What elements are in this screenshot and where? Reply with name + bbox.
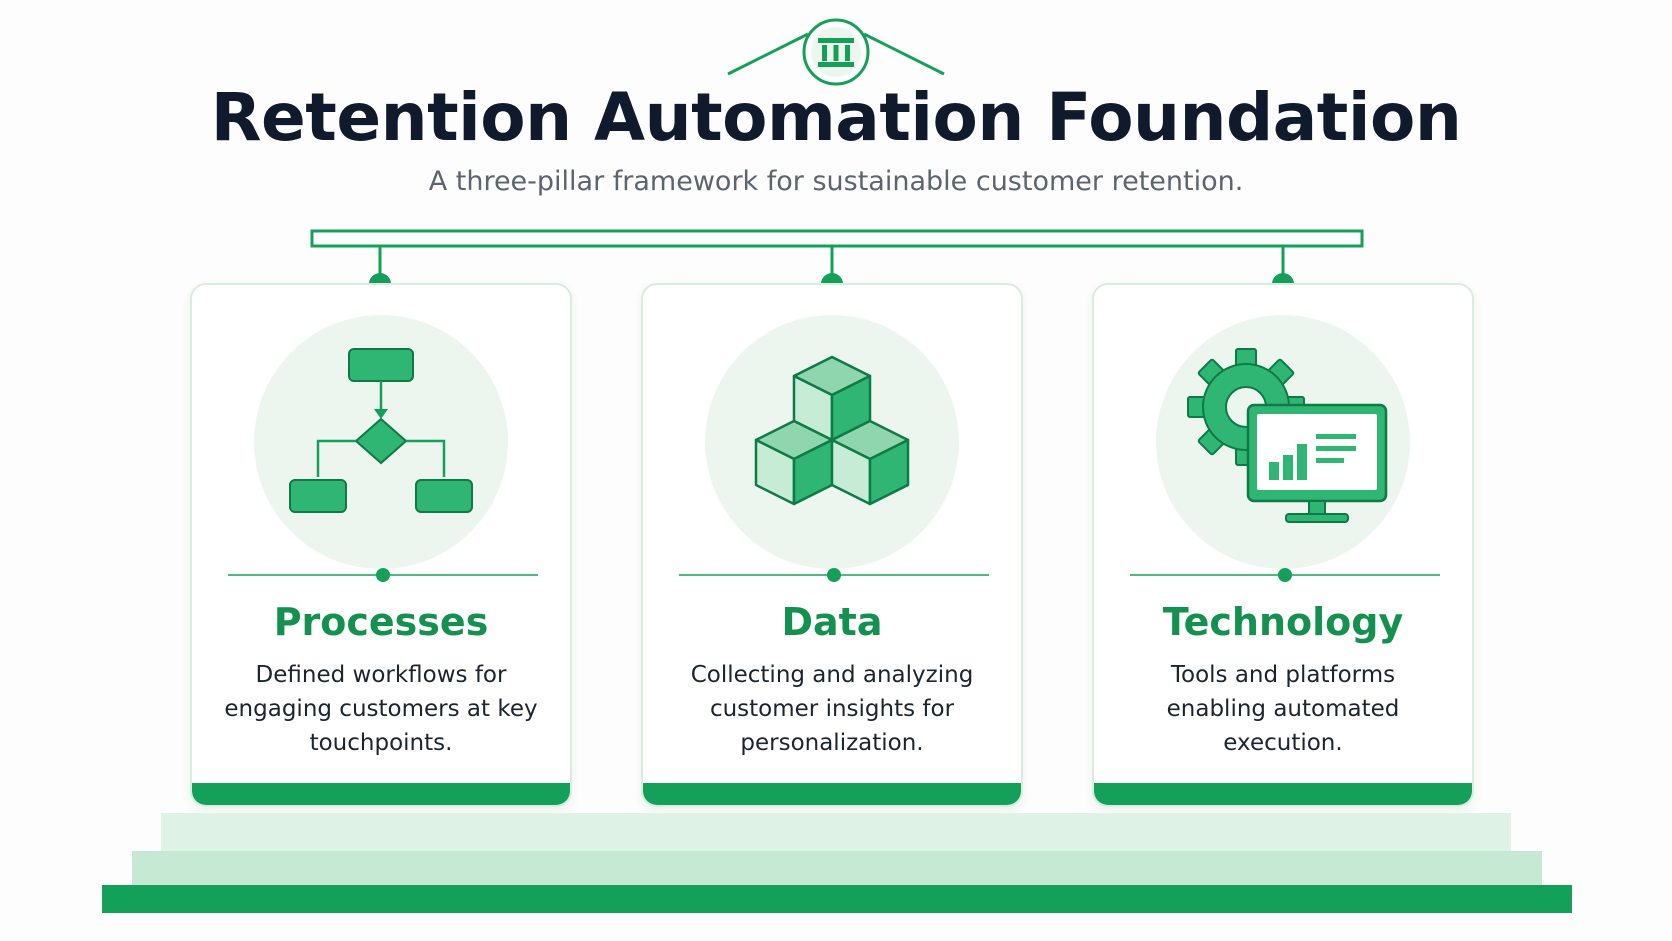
pillar-title: Technology xyxy=(1162,600,1404,644)
monitor-icon xyxy=(1246,403,1388,523)
foundation-step-middle xyxy=(132,851,1542,887)
foundation-step-top xyxy=(161,813,1511,855)
card-divider xyxy=(228,568,538,582)
page-title: Retention Automation Foundation xyxy=(210,79,1462,156)
pillar-card-processes: Processes Defined workflows for engaging… xyxy=(190,283,572,807)
icon-background xyxy=(705,315,959,569)
page-subtitle: A three-pillar framework for sustainable… xyxy=(428,166,1244,197)
pillar-card-data: Data Collecting and analyzing customer i… xyxy=(641,283,1023,807)
card-base xyxy=(192,783,570,805)
institution-icon xyxy=(802,18,870,86)
icon-background xyxy=(254,315,508,569)
pillar-title: Data xyxy=(781,600,883,644)
pillar-description: Defined workflows for engaging customers… xyxy=(224,662,538,756)
card-base xyxy=(1094,783,1472,805)
cubes-icon xyxy=(754,355,910,506)
card-divider xyxy=(1130,568,1440,582)
gear-monitor-icon xyxy=(1187,348,1388,523)
pillar-title: Processes xyxy=(273,600,489,644)
foundation-step-base xyxy=(102,885,1572,913)
card-divider xyxy=(679,568,989,582)
icon-background xyxy=(1156,315,1410,569)
pillar-card-technology: Technology Tools and platforms enabling … xyxy=(1092,283,1474,807)
card-base xyxy=(643,783,1021,805)
pillar-description: Collecting and analyzing customer insigh… xyxy=(690,662,974,756)
flowchart-icon xyxy=(289,348,473,513)
roof-line xyxy=(727,18,945,86)
pillar-description: Tools and platforms enabling automated e… xyxy=(1166,662,1400,756)
